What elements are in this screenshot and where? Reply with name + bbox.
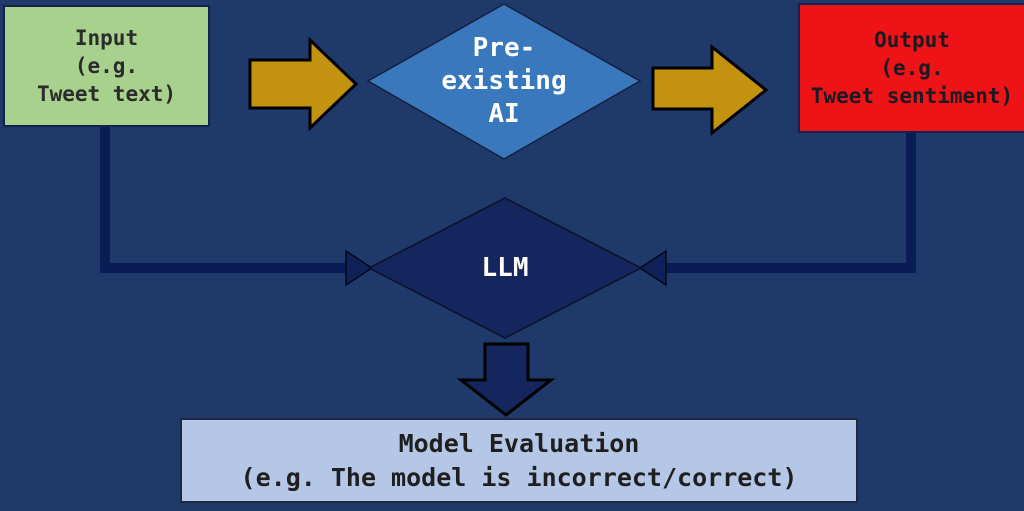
input-to-llm-arrowhead-icon <box>345 249 374 287</box>
output-to-llm-connector <box>664 131 916 273</box>
model-evaluation-node-label: Model Evaluation (e.g. The model is inco… <box>240 428 798 492</box>
llm-label-box: LLM <box>369 198 641 338</box>
output-to-llm-arrowhead-icon <box>638 249 667 287</box>
input-node: Input (e.g. Tweet text) <box>3 5 210 127</box>
output-node-label: Output (e.g. Tweet sentiment) <box>810 28 1014 108</box>
input-node-label: Input (e.g. Tweet text) <box>36 26 177 106</box>
ai-to-output-arrow-icon <box>651 43 769 137</box>
preexisting-ai-label-box: Pre- existing AI <box>368 4 640 159</box>
llm-node-label: LLM <box>481 252 529 283</box>
input-to-llm-connector <box>100 122 348 273</box>
output-node: Output (e.g. Tweet sentiment) <box>798 3 1024 133</box>
llm-node <box>367 197 643 339</box>
model-evaluation-node: Model Evaluation (e.g. The model is inco… <box>180 418 858 503</box>
preexisting-ai-node <box>366 3 642 160</box>
input-to-ai-arrow-icon <box>248 36 359 132</box>
llm-to-evaluation-arrow-icon <box>456 342 556 417</box>
preexisting-ai-node-label: Pre- existing AI <box>441 33 567 129</box>
